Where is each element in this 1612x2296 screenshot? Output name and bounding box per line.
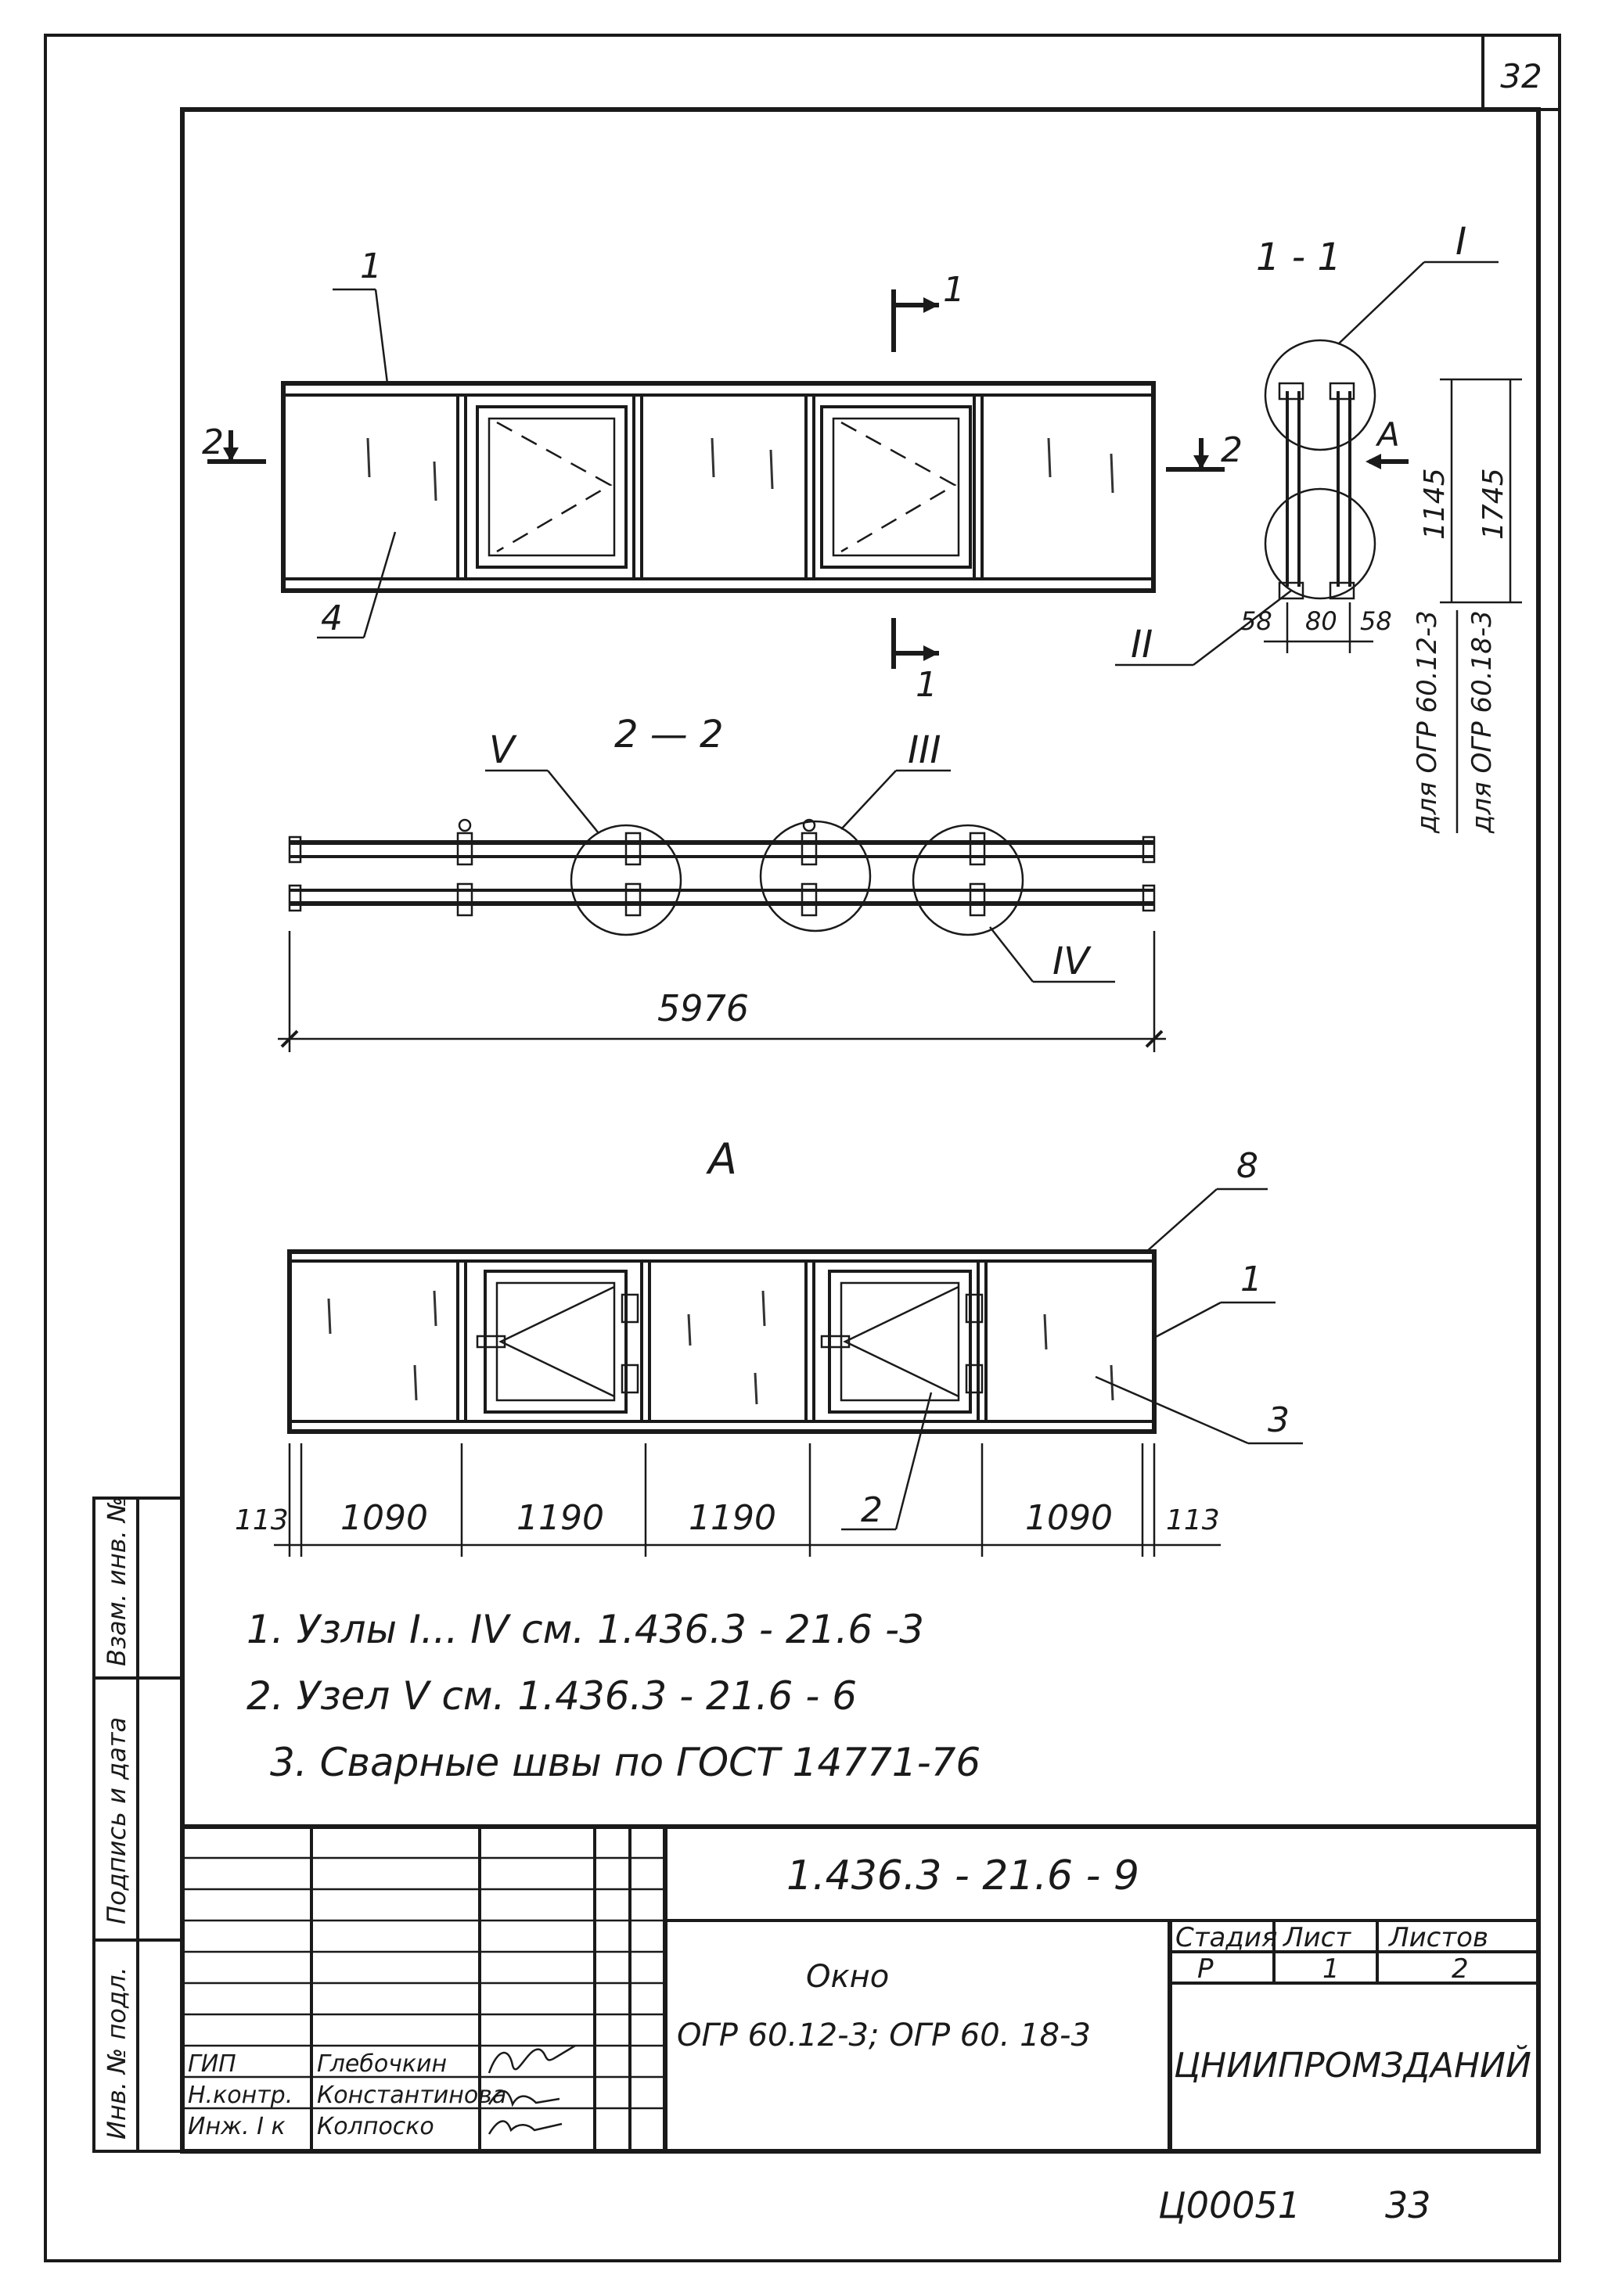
callout-I: I: [1455, 220, 1466, 264]
archive-code: Ц00051: [1158, 2184, 1301, 2226]
outer-border: [44, 34, 1561, 2262]
view-a-title: А: [706, 1134, 737, 1184]
role-nkontr: Н.контр.: [188, 2082, 293, 2109]
callout-1-elevation: 1: [360, 246, 382, 286]
notes: 1. Узлы I... IV см. 1.436.3 - 21.6 -3 2.…: [246, 1607, 981, 1785]
view-a-arrow-label: А: [1375, 415, 1400, 454]
section-1-1: 1 - 1 I II А 1145 1745 58 80: [1115, 220, 1522, 834]
side-stamp: Инв. № подл. Подпись и дата Взам. инв. №: [92, 1497, 184, 2153]
sheets-header: Листов: [1387, 1922, 1488, 1953]
dim-1090-right: 1090: [1025, 1498, 1113, 1538]
section-2-2: 2 — 2 V III IV: [278, 713, 1166, 1052]
cut-mark-1-top: 1: [943, 270, 965, 310]
cut-mark-2-right: 2: [1221, 430, 1243, 470]
role-gip: ГИП: [188, 2050, 236, 2078]
callout-2-view-a: 2: [861, 1490, 883, 1530]
section-2-2-title: 2 — 2: [614, 713, 724, 756]
sheets-value: 2: [1452, 1953, 1469, 1985]
callout-III: III: [908, 728, 941, 772]
title-block: ГИП Глебочкин Н.контр. Константинова Инж…: [182, 1824, 1538, 2151]
name-inzh: Колпоско: [317, 2113, 434, 2140]
depth-58-right: 58: [1360, 606, 1392, 636]
signature-2: [488, 2089, 560, 2107]
stage-value: Р: [1197, 1953, 1214, 1985]
title-okno: Окно: [806, 1959, 889, 1995]
signature-1: [488, 2044, 576, 2074]
title-ogr: ОГР 60.12-3; ОГР 60. 18-3: [677, 2018, 1091, 2053]
callout-8: 8: [1236, 1146, 1258, 1186]
height-1745: 1745: [1477, 468, 1509, 540]
depth-58-left: 58: [1240, 606, 1272, 636]
view-a: А 8: [235, 1134, 1303, 1557]
note-for-ogr-60-18-3: для ОГР 60.18-3: [1466, 610, 1498, 834]
side-stamp-vzam: Взам. инв. №: [102, 1497, 131, 1666]
cut-mark-1-bottom: 1: [916, 665, 937, 705]
sheet-value: 1: [1322, 1953, 1340, 1985]
section-1-1-title: 1 - 1: [1256, 235, 1341, 279]
cut-mark-2-left: 2: [202, 422, 224, 462]
elevation-view: 1 1 2 2 1 4: [202, 246, 1243, 705]
depth-80: 80: [1305, 606, 1337, 636]
callout-V: V: [489, 728, 517, 772]
note-for-ogr-60-12-3: для ОГР 60.12-3: [1412, 610, 1443, 834]
archive-page: 33: [1385, 2184, 1431, 2226]
side-stamp-podpis: Подпись и дата: [102, 1717, 131, 1924]
callout-4-elevation: 4: [321, 598, 343, 638]
signature-3: [488, 2120, 563, 2135]
callout-IV: IV: [1052, 940, 1092, 983]
page-number: 32: [1500, 57, 1542, 95]
sheet-header: Лист: [1282, 1922, 1351, 1953]
inner-frame: [180, 107, 1541, 2154]
document-code: 1.436.3 - 21.6 - 9: [786, 1852, 1139, 1899]
callout-II: II: [1131, 623, 1153, 667]
side-stamp-inv-podl: Инв. № подл.: [102, 1967, 131, 2140]
note-3: 3. Сварные швы по ГОСТ 14771-76: [270, 1740, 981, 1785]
dim-113-left: 113: [235, 1504, 289, 1536]
callout-3-view-a: 3: [1268, 1400, 1290, 1440]
note-2: 2. Узел V см. 1.436.3 - 21.6 - 6: [246, 1673, 857, 1719]
note-1: 1. Узлы I... IV см. 1.436.3 - 21.6 -3: [246, 1607, 924, 1652]
name-gip: Глебочкин: [317, 2050, 447, 2078]
name-nkontr: Константинова: [317, 2082, 506, 2109]
dim-113-right: 113: [1166, 1504, 1220, 1536]
dim-1190-b: 1190: [689, 1498, 776, 1538]
role-inzh: Инж. I к: [188, 2113, 286, 2140]
callout-1-view-a: 1: [1240, 1259, 1262, 1299]
dim-1190-a: 1190: [516, 1498, 604, 1538]
organization: ЦНИИПРОМЗДАНИЙ: [1174, 2044, 1531, 2086]
dim-1090-left: 1090: [340, 1498, 428, 1538]
overall-length: 5976: [657, 987, 749, 1029]
height-1145: 1145: [1419, 468, 1451, 540]
stage-header: Стадия: [1175, 1922, 1277, 1953]
